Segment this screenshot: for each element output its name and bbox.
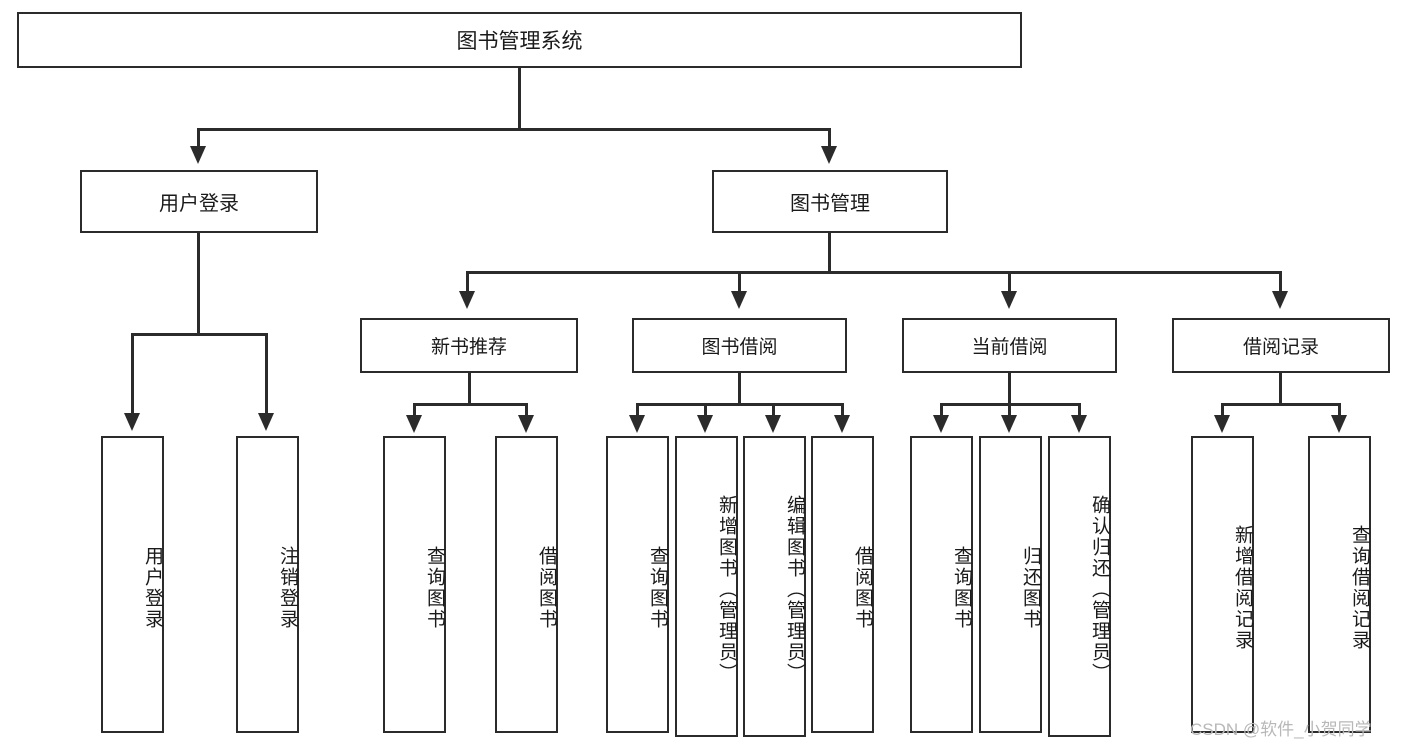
edge-user-login-drop-1 xyxy=(131,333,134,413)
node-label: 编辑图书（管理员） xyxy=(784,495,805,684)
arrow-to-book-borrow xyxy=(731,291,747,309)
node-label: 确认归还（管理员） xyxy=(1089,495,1110,684)
arrow-to-leaf-confirm-return xyxy=(1071,415,1087,433)
edge-borrow-record-drop-1 xyxy=(1221,403,1224,415)
arrow-to-leaf-add-book xyxy=(697,415,713,433)
edge-current-borrow-stem xyxy=(1008,373,1011,405)
edge-root-drop-left xyxy=(197,128,200,146)
leaf-edit-book-admin[interactable]: 编辑图书（管理员） xyxy=(743,436,806,737)
edge-user-login-stem xyxy=(197,233,200,335)
node-label: 借阅图书 xyxy=(852,545,873,630)
edge-new-book-stem xyxy=(468,373,471,405)
edge-borrow-record-stem xyxy=(1279,373,1282,405)
node-user-login[interactable]: 用户登录 xyxy=(80,170,318,233)
leaf-user-login[interactable]: 用户登录 xyxy=(101,436,164,733)
edge-borrow-record-drop-2 xyxy=(1338,403,1341,415)
node-label: 图书管理 xyxy=(790,193,870,215)
leaf-borrow-book-recommend[interactable]: 借阅图书 xyxy=(495,436,558,733)
node-label: 当前借阅 xyxy=(971,337,1048,358)
edge-borrow-record-bus xyxy=(1221,403,1341,406)
arrow-to-leaf-query-book-1 xyxy=(406,415,422,433)
node-new-book-recommend[interactable]: 新书推荐 xyxy=(360,318,578,373)
leaf-query-book-recommend[interactable]: 查询图书 xyxy=(383,436,446,733)
edge-current-borrow-drop-1 xyxy=(940,403,943,415)
edge-level2-bus xyxy=(466,271,1282,274)
node-label: 用户登录 xyxy=(142,545,163,630)
node-label: 借阅图书 xyxy=(536,545,557,630)
arrow-to-leaf-add-record xyxy=(1214,415,1230,433)
arrow-to-borrow-record xyxy=(1272,291,1288,309)
node-label: 查询图书 xyxy=(951,545,972,630)
edge-book-borrow-drop-3 xyxy=(772,403,775,415)
edge-user-login-bus xyxy=(131,333,268,336)
arrow-to-leaf-query-book-3 xyxy=(933,415,949,433)
arrow-to-leaf-logout xyxy=(258,413,274,431)
node-label: 借阅记录 xyxy=(1242,337,1319,358)
edge-user-login-drop-2 xyxy=(265,333,268,413)
node-label: 用户登录 xyxy=(159,193,239,215)
node-label: 新增图书（管理员） xyxy=(716,495,737,684)
node-label: 查询图书 xyxy=(647,545,668,630)
arrow-to-leaf-user-login xyxy=(124,413,140,431)
edge-root-drop-right xyxy=(828,128,831,146)
arrow-to-leaf-query-record xyxy=(1331,415,1347,433)
edge-level2-drop-2 xyxy=(738,271,741,291)
arrow-to-book-management xyxy=(821,146,837,164)
edge-level2-drop-3 xyxy=(1008,271,1011,291)
leaf-return-book[interactable]: 归还图书 xyxy=(979,436,1042,733)
arrow-to-current-borrow xyxy=(1001,291,1017,309)
leaf-query-borrow-record[interactable]: 查询借阅记录 xyxy=(1308,436,1371,733)
arrow-to-new-book-recommend xyxy=(459,291,475,309)
node-label: 查询图书 xyxy=(424,545,445,630)
arrow-to-leaf-borrow-book-2 xyxy=(834,415,850,433)
edge-book-borrow-bus xyxy=(636,403,844,406)
arrow-to-leaf-query-book-2 xyxy=(629,415,645,433)
leaf-add-book-admin[interactable]: 新增图书（管理员） xyxy=(675,436,738,737)
leaf-query-book-borrow[interactable]: 查询图书 xyxy=(606,436,669,733)
arrow-to-leaf-borrow-book-1 xyxy=(518,415,534,433)
leaf-query-book-current[interactable]: 查询图书 xyxy=(910,436,973,733)
leaf-confirm-return-admin[interactable]: 确认归还（管理员） xyxy=(1048,436,1111,737)
arrow-to-leaf-return-book xyxy=(1001,415,1017,433)
edge-new-book-drop-2 xyxy=(525,403,528,415)
node-root-book-management-system[interactable]: 图书管理系统 xyxy=(17,12,1022,68)
edge-new-book-bus xyxy=(413,403,528,406)
edge-current-borrow-drop-2 xyxy=(1008,403,1011,415)
arrow-to-leaf-edit-book xyxy=(765,415,781,433)
edge-level2-drop-4 xyxy=(1279,271,1282,291)
edge-book-borrow-drop-4 xyxy=(841,403,844,415)
edge-root-stem xyxy=(518,68,521,130)
edge-current-borrow-drop-3 xyxy=(1078,403,1081,415)
leaf-borrow-book-borrow[interactable]: 借阅图书 xyxy=(811,436,874,733)
node-label: 注销登录 xyxy=(277,545,298,630)
node-current-borrow[interactable]: 当前借阅 xyxy=(902,318,1117,373)
edge-book-management-stem xyxy=(828,233,831,273)
edge-book-borrow-drop-2 xyxy=(704,403,707,415)
arrow-to-user-login xyxy=(190,146,206,164)
node-book-management[interactable]: 图书管理 xyxy=(712,170,948,233)
node-label: 新增借阅记录 xyxy=(1232,524,1253,651)
leaf-logout[interactable]: 注销登录 xyxy=(236,436,299,733)
node-label: 新书推荐 xyxy=(430,337,507,358)
node-book-borrow[interactable]: 图书借阅 xyxy=(632,318,847,373)
edge-new-book-drop-1 xyxy=(413,403,416,415)
node-label: 查询借阅记录 xyxy=(1349,524,1370,651)
edge-root-bus xyxy=(197,128,831,131)
leaf-add-borrow-record[interactable]: 新增借阅记录 xyxy=(1191,436,1254,733)
edge-level2-drop-1 xyxy=(466,271,469,291)
node-label: 图书借阅 xyxy=(701,337,778,358)
edge-book-borrow-drop-1 xyxy=(636,403,639,415)
node-borrow-record[interactable]: 借阅记录 xyxy=(1172,318,1390,373)
edge-book-borrow-stem xyxy=(738,373,741,405)
node-label: 归还图书 xyxy=(1020,545,1041,630)
node-label: 图书管理系统 xyxy=(456,30,583,53)
